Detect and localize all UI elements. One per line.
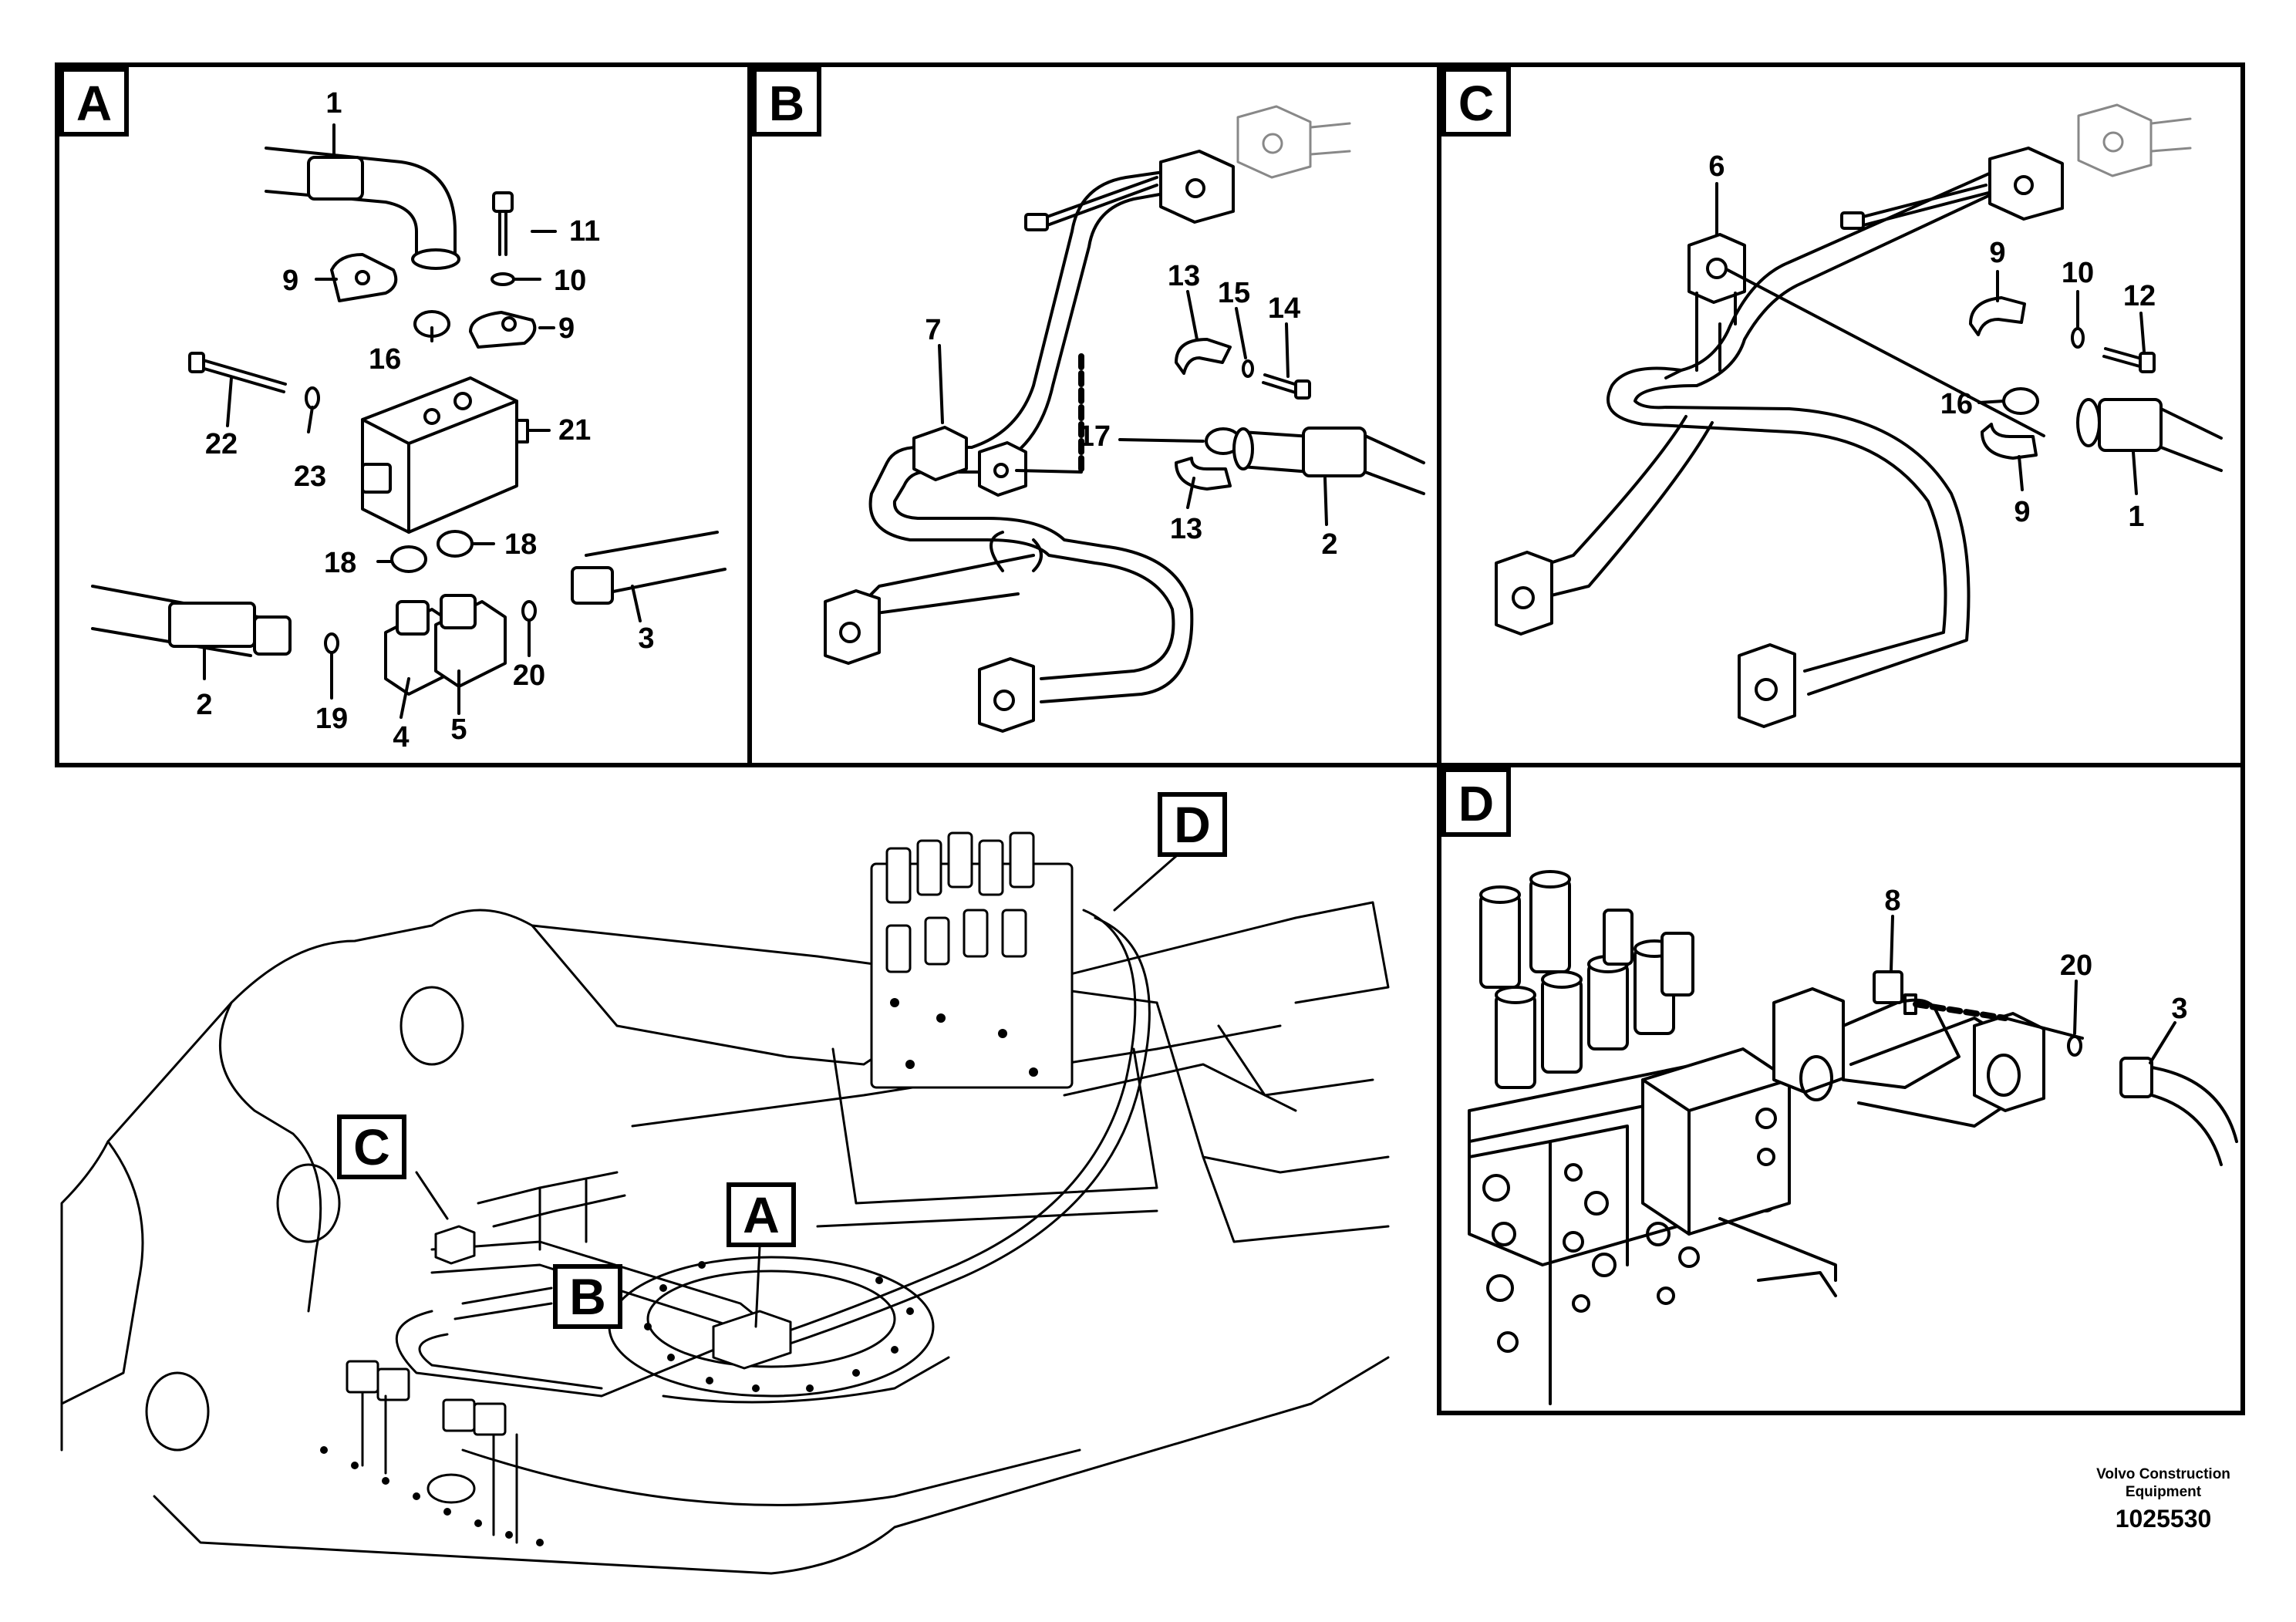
panel-b-badge: B [752,67,821,137]
overview-tag-a: A [727,1182,796,1247]
panel-b-artwork [824,105,1425,733]
callout-a-16: 16 [369,343,401,376]
panel-d-badge: D [1441,767,1511,837]
drawing-number: 1025530 [2115,1505,2212,1533]
callout-a-2: 2 [196,689,212,721]
panel-a-callouts: 1 11 10 9 9 16 22 23 21 18 18 2 19 4 5 2… [196,87,654,754]
panel-d-callouts: 8 20 3 [1884,885,2187,1025]
overview-tag-d-label: D [1174,796,1211,853]
panel-d-label: D [1458,776,1494,831]
callout-c-16: 16 [1940,388,1973,420]
overview-tag-d: D [1158,792,1227,857]
panel-d-artwork [1468,870,2238,1405]
callout-a-3: 3 [638,622,654,655]
panel-b-callouts: 7 13 15 14 17 13 2 [925,260,1337,561]
panel-c-artwork [1495,103,2223,728]
panel-d-frame [1437,763,2245,1415]
panel-c-label: C [1458,76,1494,131]
callout-b-7: 7 [925,314,941,346]
panel-c-badge: C [1441,67,1511,137]
callout-a-23: 23 [294,460,326,493]
callout-a-19: 19 [315,703,348,735]
callout-a-20: 20 [513,659,545,692]
callout-b-15: 15 [1218,277,1250,309]
callout-d-3: 3 [2171,993,2187,1025]
callout-a-11: 11 [569,215,600,248]
callout-a-21: 21 [558,414,591,447]
panel-b-label: B [769,76,804,131]
callout-a-1: 1 [325,87,342,120]
callout-a-18-left: 18 [324,547,356,579]
callout-d-20: 20 [2060,949,2092,982]
callout-c-6: 6 [1708,150,1725,183]
callout-c-12: 12 [2123,280,2156,312]
callout-c-10: 10 [2062,257,2094,289]
panel-a-badge: A [59,67,129,137]
callout-b-17: 17 [1078,420,1111,453]
callout-a-9-right: 9 [558,312,575,345]
overview-artwork [60,831,1390,1575]
callout-a-9-left: 9 [282,265,298,297]
panel-a-artwork [91,123,727,719]
callout-b-13-top: 13 [1168,260,1200,292]
overview-tag-b-label: B [569,1268,606,1325]
overview-tag-b: B [553,1264,622,1329]
callout-a-4: 4 [393,721,409,754]
callout-c-1: 1 [2128,501,2144,533]
callout-a-5: 5 [450,713,467,746]
brand-line-2: Equipment [2125,1484,2202,1500]
callout-b-13-bottom: 13 [1170,513,1202,545]
panel-a-label: A [76,76,112,131]
callout-d-8: 8 [1884,885,1900,917]
brand-line-1: Volvo Construction [2096,1466,2230,1482]
callout-c-9-top: 9 [1989,237,2005,269]
callout-a-18-right: 18 [504,528,537,561]
callout-b-2: 2 [1321,528,1337,561]
overview-tag-c-label: C [353,1118,390,1175]
panel-c-callouts: 6 9 10 12 16 9 1 [1708,150,2156,533]
callout-a-22: 22 [205,428,238,460]
drawing-footer: Volvo Construction Equipment 1025530 [2052,1465,2275,1536]
callout-a-10: 10 [554,265,586,297]
callout-c-9-bottom: 9 [2014,496,2030,528]
callout-b-14: 14 [1268,292,1300,325]
overview-tag-c: C [337,1114,406,1179]
overview-tag-a-label: A [743,1186,780,1243]
